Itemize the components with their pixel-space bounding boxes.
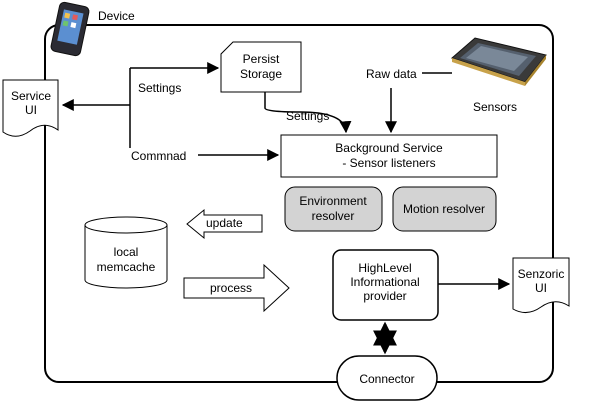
svg-text:Storage: Storage [240,67,282,81]
svg-text:local: local [114,245,139,259]
svg-text:Environment: Environment [299,194,367,208]
svg-text:update: update [206,216,243,230]
svg-text:Senzoric: Senzoric [518,267,565,281]
environment-resolver-node: Environment resolver [284,186,383,232]
svg-text:Persist: Persist [243,52,280,66]
connector-node: Connector [336,355,438,401]
svg-text:HighLevel: HighLevel [358,261,411,275]
svg-text:Service: Service [11,89,51,103]
svg-text:Motion resolver: Motion resolver [403,202,485,216]
device-label: Device [98,9,135,23]
svg-text:UI: UI [535,281,547,295]
background-service-node: Background Service - Sensor listeners [280,134,498,178]
svg-text:- Sensor listeners: - Sensor listeners [342,156,435,170]
process-arrow: process [183,263,290,313]
update-arrow: update [186,208,263,240]
sensors-label: Sensors [473,100,517,114]
service-ui-node: Service UI [2,79,59,137]
edge-settings-to-service [264,92,352,134]
local-memcache-node: local memcache [84,216,168,289]
svg-text:memcache: memcache [97,260,156,274]
device-frame [44,24,554,383]
persist-storage-node: Persist Storage [220,41,302,93]
edge-raw-data-label: Raw data [366,67,417,81]
senzoric-ui-node: Senzoric UI [512,257,570,313]
svg-text:process: process [210,281,252,295]
highlevel-provider-node: HighLevel Informational provider [332,249,439,321]
edge-command-label: Commnad [131,149,186,163]
svg-text:provider: provider [363,289,406,303]
edge-settings-to-service-label: Settings [286,109,329,123]
motion-resolver-node: Motion resolver [392,186,497,232]
svg-text:UI: UI [25,103,37,117]
svg-text:Connector: Connector [359,372,414,386]
sensor-chip-icon [451,37,547,86]
edge-settings-to-ui-label: Settings [138,81,181,95]
svg-text:Background Service: Background Service [335,141,443,155]
svg-text:Informational: Informational [350,275,419,289]
svg-text:resolver: resolver [312,209,355,223]
mobile-phone-icon [50,1,90,57]
